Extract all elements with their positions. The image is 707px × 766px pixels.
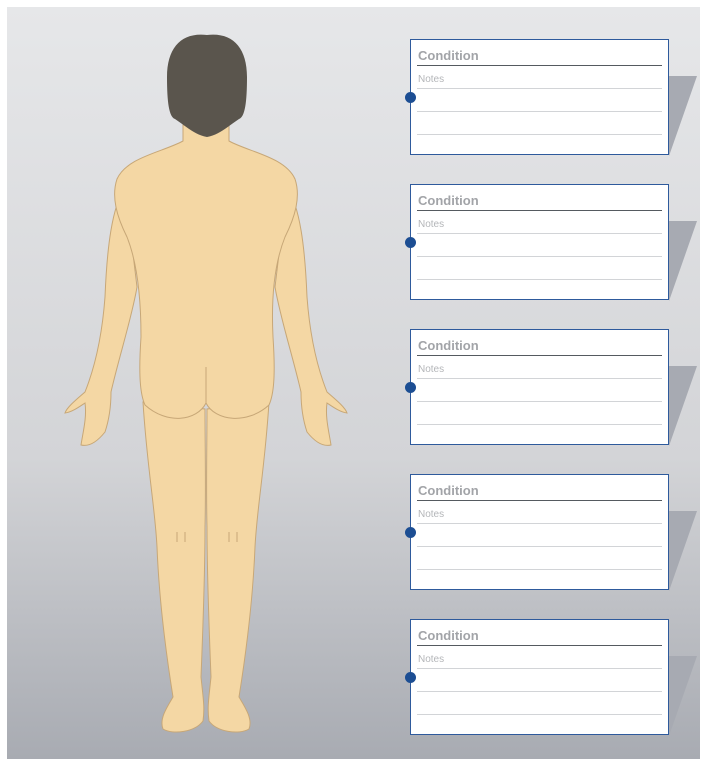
- notes-label[interactable]: Notes: [418, 654, 444, 665]
- card-shadow: [669, 366, 697, 446]
- notes-line: [417, 546, 662, 547]
- card-marker-dot: [405, 92, 416, 103]
- notes-line: [417, 88, 662, 89]
- hair: [167, 35, 247, 137]
- notes-label[interactable]: Notes: [418, 509, 444, 520]
- notes-line: [417, 714, 662, 715]
- card-marker-dot: [405, 527, 416, 538]
- condition-label[interactable]: Condition: [418, 483, 479, 498]
- notes-line: [417, 401, 662, 402]
- condition-underline: [417, 645, 662, 646]
- notes-line: [417, 523, 662, 524]
- right-leg: [207, 402, 269, 732]
- condition-card: Condition Notes: [410, 39, 669, 155]
- notes-line: [417, 424, 662, 425]
- notes-line: [417, 569, 662, 570]
- notes-line: [417, 233, 662, 234]
- condition-underline: [417, 210, 662, 211]
- left-leg: [143, 402, 205, 732]
- card-shadow: [669, 656, 697, 736]
- condition-card: Condition Notes: [410, 619, 669, 735]
- notes-label[interactable]: Notes: [418, 364, 444, 375]
- condition-underline: [417, 355, 662, 356]
- notes-line: [417, 111, 662, 112]
- condition-label[interactable]: Condition: [418, 338, 479, 353]
- notes-line: [417, 256, 662, 257]
- notes-label[interactable]: Notes: [418, 74, 444, 85]
- card-shadow: [669, 511, 697, 591]
- notes-line: [417, 668, 662, 669]
- notes-line: [417, 279, 662, 280]
- notes-label[interactable]: Notes: [418, 219, 444, 230]
- card-shadow: [669, 76, 697, 156]
- body-chart-canvas: Condition Notes Condition Notes Conditio…: [7, 7, 700, 759]
- card-marker-dot: [405, 237, 416, 248]
- condition-underline: [417, 500, 662, 501]
- condition-card: Condition Notes: [410, 329, 669, 445]
- condition-card: Condition Notes: [410, 184, 669, 300]
- condition-underline: [417, 65, 662, 66]
- notes-line: [417, 691, 662, 692]
- card-shadow: [669, 221, 697, 301]
- condition-card: Condition Notes: [410, 474, 669, 590]
- notes-line: [417, 378, 662, 379]
- card-marker-dot: [405, 672, 416, 683]
- human-body-back-view: [7, 7, 407, 759]
- condition-label[interactable]: Condition: [418, 628, 479, 643]
- notes-line: [417, 134, 662, 135]
- card-marker-dot: [405, 382, 416, 393]
- condition-label[interactable]: Condition: [418, 48, 479, 63]
- condition-label[interactable]: Condition: [418, 193, 479, 208]
